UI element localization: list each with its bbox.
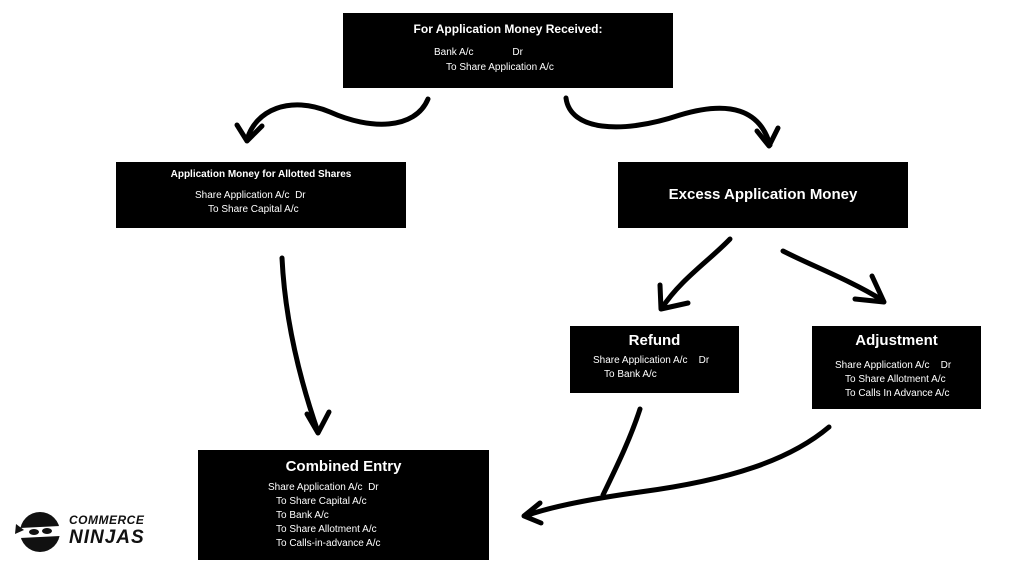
arrow-excess-to-refund [659, 236, 733, 311]
entry-line: To Share Application A/c [446, 62, 554, 73]
arrow-refund-down [600, 406, 643, 498]
entry-line: Share Application A/c Dr [593, 355, 710, 366]
entry-line: To Share Capital A/c [208, 204, 299, 215]
box-title: Adjustment [855, 332, 938, 349]
ninja-icon [15, 512, 60, 552]
entry-line: To Share Allotment A/c [276, 524, 377, 535]
entry-line: To Bank A/c [604, 369, 657, 380]
box-title: Combined Entry [285, 458, 402, 475]
arrowhead-adjustment [852, 273, 887, 305]
allotted-shares-box: Application Money for Allotted Shares Sh… [116, 162, 406, 228]
arrow-top-to-allotted [244, 96, 431, 143]
arrowhead-combined-right [521, 500, 544, 526]
entry-line: Share Application A/c Dr [268, 482, 379, 493]
arrowhead-combined-top [304, 409, 332, 436]
adjustment-box: Adjustment Share Application A/c Dr To S… [812, 326, 981, 409]
box-title: Application Money for Allotted Shares [170, 169, 352, 180]
refund-box: Refund Share Application A/c Dr To Bank … [570, 326, 739, 393]
entry-line: Share Application A/c Dr [195, 190, 306, 201]
entry-line: To Share Allotment A/c [845, 374, 946, 385]
combined-entry-box: Combined Entry Share Application A/c Dr … [198, 450, 489, 560]
logo-word-ninjas: NINJAS [69, 527, 145, 548]
entry-line: To Share Capital A/c [276, 496, 367, 507]
entry-line: Bank A/c Dr [434, 47, 523, 58]
entry-line: To Bank A/c [276, 510, 329, 521]
logo-word-commerce: COMMERCE [69, 513, 145, 527]
arrowhead-excess [754, 125, 781, 149]
arrow-allotted-to-combined [279, 255, 321, 435]
arrowhead-refund [657, 282, 691, 312]
entry-line: To Calls In Advance A/c [845, 388, 950, 399]
arrow-top-to-excess [563, 95, 773, 148]
arrow-excess-to-adjustment [780, 248, 885, 303]
excess-application-money-box: Excess Application Money [618, 162, 908, 228]
box-title: Excess Application Money [668, 186, 858, 203]
entry-line: To Calls-in-advance A/c [276, 538, 381, 549]
box-title: Refund [628, 332, 681, 349]
entry-line: Share Application A/c Dr [835, 360, 952, 371]
arrow-adjustment-to-combined [522, 424, 832, 519]
commerce-ninjas-logo: COMMERCE NINJAS [14, 508, 144, 556]
box-title: For Application Money Received: [413, 22, 603, 36]
arrowhead-allotted [234, 122, 265, 144]
application-money-received-box: For Application Money Received: Bank A/c… [343, 13, 673, 88]
